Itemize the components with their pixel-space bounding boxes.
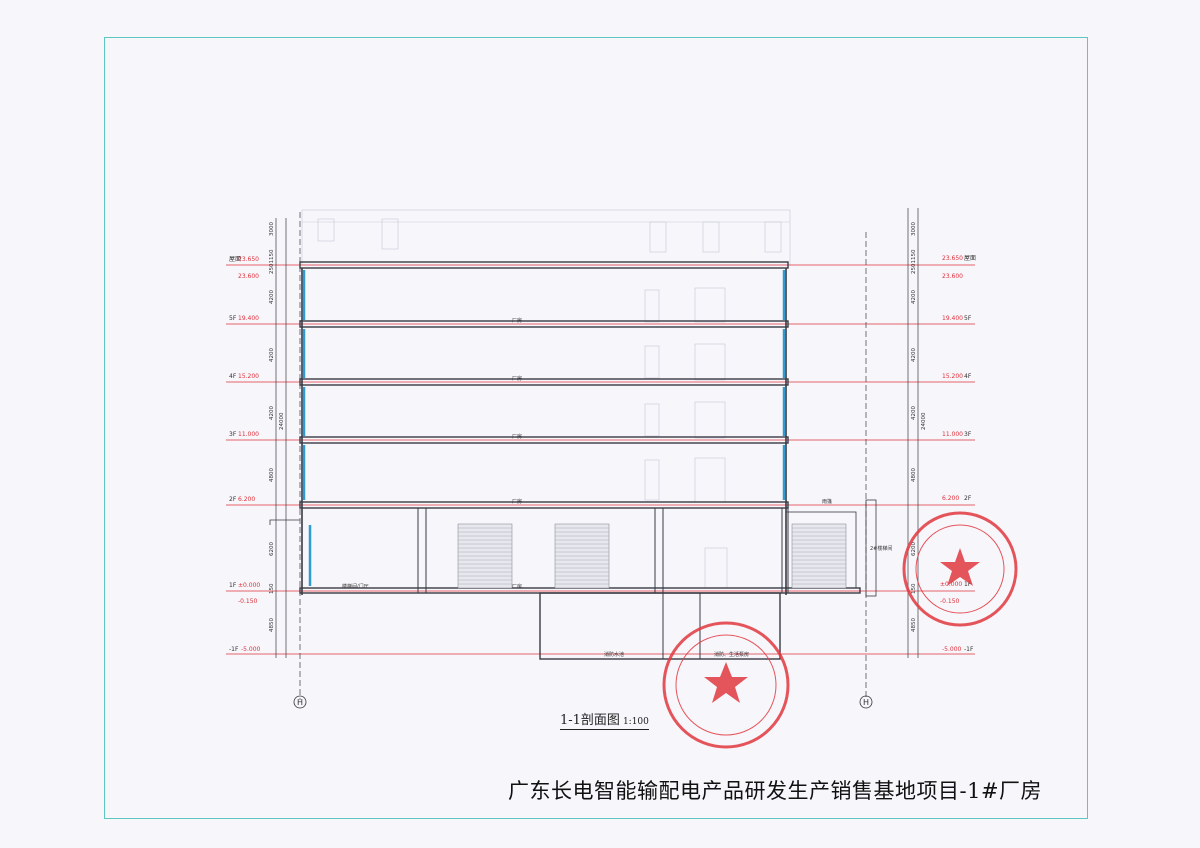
right-floor-2f: 2F (964, 495, 972, 502)
svg-text:6200: 6200 (269, 542, 275, 556)
parapet-outline (301, 209, 791, 266)
svg-text:4200: 4200 (269, 290, 275, 304)
left-floor-4f: 4F (229, 373, 237, 380)
svg-text:3000: 3000 (269, 222, 275, 236)
left-elev-roof-2: 23.600 (238, 273, 259, 280)
right-elev-roof: 23.650 (942, 255, 963, 262)
official-seal-bottom (662, 621, 790, 749)
parapet-window-1 (317, 218, 335, 242)
left-floor-b1: -1F (229, 646, 239, 653)
right-level-labels: 23.650 屋面 23.600 19.400 5F 15.200 4F 11.… (940, 255, 976, 653)
slab-3f (299, 436, 789, 444)
basement-box (539, 592, 781, 660)
structure (269, 261, 877, 660)
room-label-2f: 厂房 (512, 498, 522, 505)
drawing-frame (104, 37, 1088, 819)
axis-label-left: H (297, 698, 303, 707)
left-floor-roof: 屋面 (229, 256, 241, 263)
drawing-title: 1-1剖面图 (560, 713, 620, 728)
left-elev-4f: 15.200 (238, 373, 259, 380)
right-elev-2f: 6.200 (942, 495, 959, 502)
background-elevation (301, 209, 791, 589)
roof-slab (299, 261, 789, 269)
slab-2f (299, 501, 789, 509)
left-elev-3f: 11.000 (238, 431, 259, 438)
right-dimension-numbers: 3000 2501150 4200 4200 24000 4200 4800 6… (911, 222, 927, 632)
svg-text:4800: 4800 (911, 468, 917, 482)
parapet-window-2 (381, 218, 399, 250)
right-floor-roof: 屋面 (964, 255, 976, 262)
project-title: 广东长电智能输配电产品研发生产销售基地项目-1#厂房 (508, 779, 1043, 803)
svg-text:3000: 3000 (911, 222, 917, 236)
svg-text:150: 150 (269, 583, 275, 594)
axis-bubble-right (859, 695, 873, 709)
left-elev-1f: ±0.000 (238, 582, 260, 589)
left-dimension-numbers: 3000 2501150 4200 4200 24000 4200 4800 6… (269, 222, 285, 632)
canopy-label: 雨篷 (822, 498, 832, 505)
left-elev-2f: 6.200 (238, 496, 255, 503)
right-floor-1f: 1F (964, 581, 972, 588)
room-labels: 厂房 厂房 厂房 厂房 厂房 楼梯间/门厅 雨篷 2#楼梯间 消防水池 消防、生… (342, 317, 892, 658)
slab-4f (299, 378, 789, 386)
axis-label-right: H (863, 698, 869, 707)
svg-text:4850: 4850 (269, 618, 275, 632)
parapet-window-3 (649, 221, 667, 253)
right-elev-3f: 11.000 (942, 431, 963, 438)
svg-text:4800: 4800 (269, 468, 275, 482)
right-elev-5f: 19.400 (942, 315, 963, 322)
right-floor-4f: 4F (964, 373, 972, 380)
right-floor-5f: 5F (964, 315, 972, 322)
left-floor-2f: 2F (229, 496, 237, 503)
svg-text:4200: 4200 (911, 348, 917, 362)
room-label-3f: 厂房 (512, 433, 522, 440)
slab-1f (299, 587, 861, 594)
left-elev-b1: -5.000 (241, 646, 261, 653)
right-elev-roof-2: 23.600 (942, 273, 963, 280)
left-floor-5f: 5F (229, 315, 237, 322)
dimension-chains (275, 208, 919, 700)
left-elev-1f-2: -0.150 (238, 598, 258, 605)
room-label-5f: 厂房 (512, 317, 522, 324)
svg-text:4200: 4200 (269, 348, 275, 362)
right-elev-b1: -5.000 (942, 646, 962, 653)
right-floor-b1: -1F (964, 646, 974, 653)
left-floor-3f: 3F (229, 431, 237, 438)
glazing (302, 270, 786, 586)
right-elev-4f: 15.200 (942, 373, 963, 380)
pool-label: 消防水池 (604, 651, 624, 658)
left-elev-roof: 23.650 (238, 256, 259, 263)
drawing-scale: 1:100 (622, 717, 649, 727)
svg-text:4200: 4200 (911, 290, 917, 304)
right-elev-1f: ±0.000 (940, 581, 962, 588)
left-elev-5f: 19.400 (238, 315, 259, 322)
parapet-window-5 (764, 221, 782, 253)
pump-room-label: 消防、生活泵房 (714, 651, 749, 658)
room-label-1f: 厂房 (512, 583, 522, 590)
left-floor-1f: 1F (229, 582, 237, 589)
svg-text:2501150: 2501150 (911, 249, 917, 274)
level-lines (226, 264, 975, 655)
room-label-4f: 厂房 (512, 375, 522, 382)
right-elev-1f-2: -0.150 (940, 598, 960, 605)
room-label-1f-left: 楼梯间/门厅 (342, 583, 369, 590)
slab-5f (299, 320, 789, 328)
axis-bubble-left (293, 695, 307, 709)
svg-text:4850: 4850 (911, 618, 917, 632)
axis-markers: H H (293, 695, 873, 709)
svg-text:24000: 24000 (279, 412, 285, 430)
side-note: 2#楼梯间 (870, 545, 892, 552)
right-floor-3f: 3F (964, 431, 972, 438)
svg-text:2501150: 2501150 (269, 249, 275, 274)
svg-text:6200: 6200 (911, 542, 917, 556)
svg-text:4200: 4200 (269, 406, 275, 420)
svg-text:150: 150 (911, 583, 917, 594)
parapet-window-4 (702, 221, 720, 253)
left-level-labels: 屋面 23.650 23.600 5F 19.400 4F 15.200 3F … (229, 256, 261, 653)
svg-text:24000: 24000 (921, 412, 927, 430)
svg-text:4200: 4200 (911, 406, 917, 420)
official-seal-right (902, 511, 1018, 627)
